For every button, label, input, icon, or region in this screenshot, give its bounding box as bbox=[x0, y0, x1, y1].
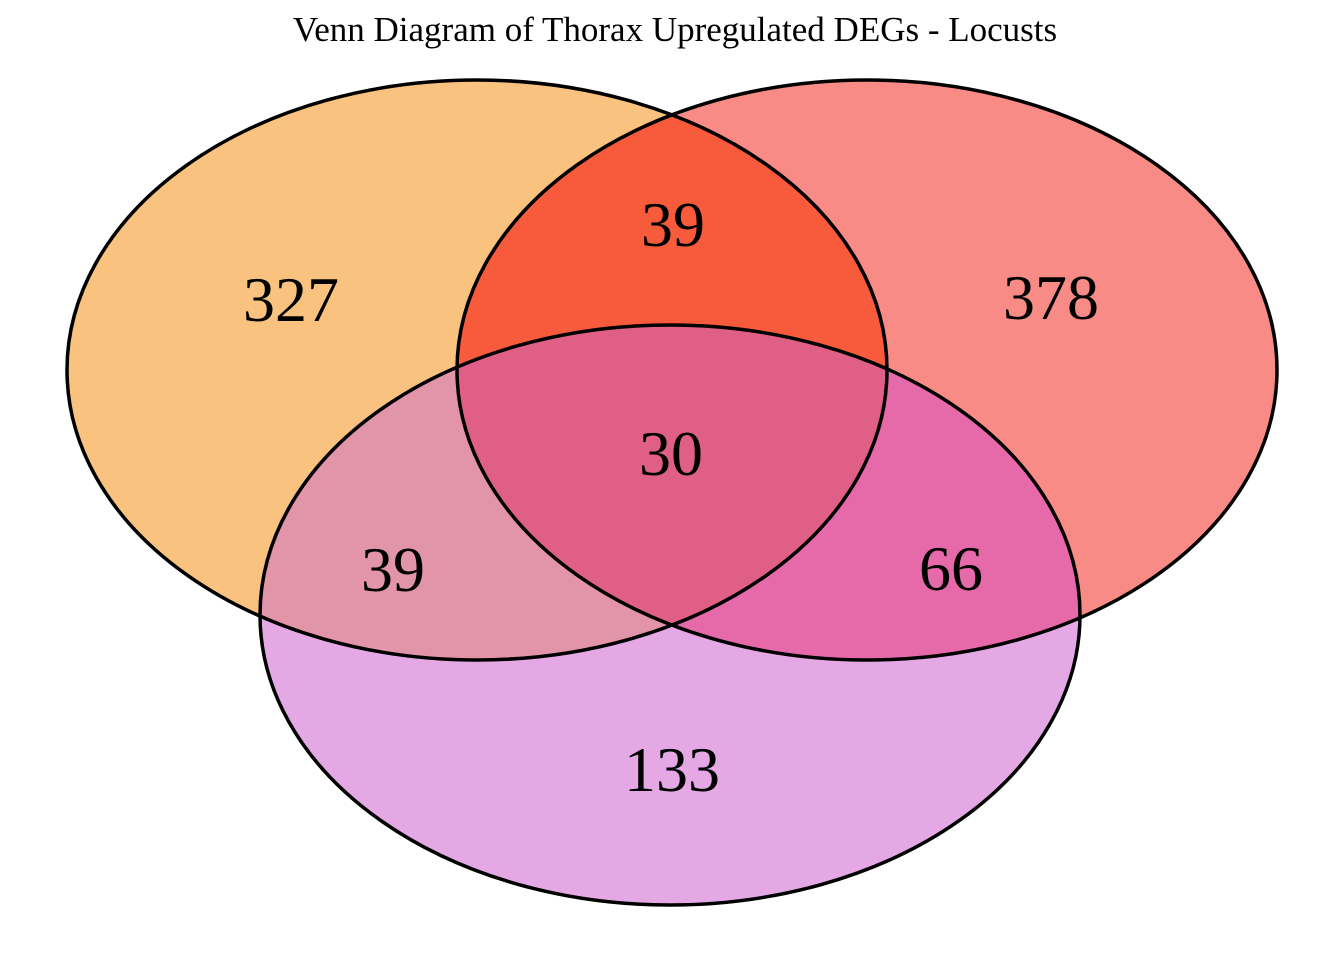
count-label-left-bottom: 39 bbox=[361, 534, 425, 605]
count-label-left-right: 39 bbox=[641, 189, 705, 260]
count-label-right-bottom: 66 bbox=[919, 533, 983, 604]
count-label-right-only: 378 bbox=[1003, 262, 1099, 333]
set-outline-bottom bbox=[258, 323, 1082, 907]
count-label-center: 30 bbox=[639, 418, 703, 489]
chart-title: Venn Diagram of Thorax Upregulated DEGs … bbox=[293, 10, 1057, 49]
set-outline-top-right bbox=[455, 78, 1279, 662]
count-label-bottom-only: 133 bbox=[624, 734, 720, 805]
count-label-left-only: 327 bbox=[243, 264, 339, 335]
